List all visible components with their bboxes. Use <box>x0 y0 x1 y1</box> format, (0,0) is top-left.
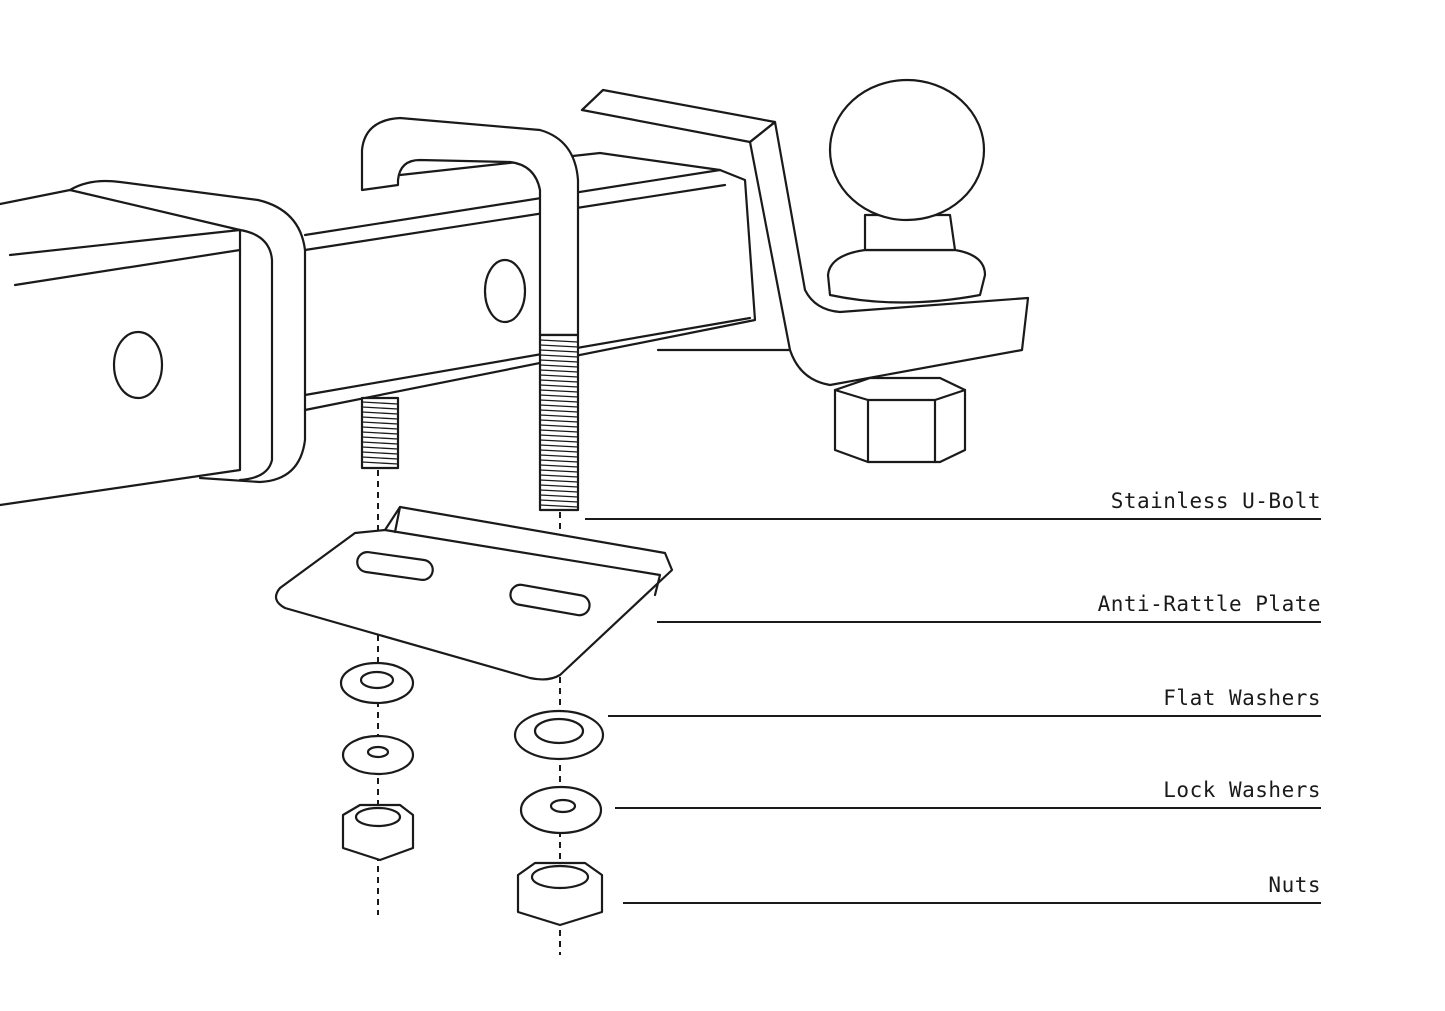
bolt-thread <box>539 344 579 348</box>
bolt-thread <box>361 431 399 435</box>
bolt-thread <box>539 349 579 353</box>
bolt-thread <box>361 421 399 425</box>
leader-plate <box>657 621 1321 623</box>
bolt-thread <box>539 409 579 413</box>
label-lock-washers: Lock Washers <box>1163 778 1321 802</box>
ball-mount <box>580 78 1030 464</box>
bolt-thread <box>539 394 579 398</box>
bolt-thread <box>539 359 579 363</box>
bolt-thread <box>361 441 399 445</box>
bolt-thread <box>539 429 579 433</box>
bolt-thread <box>361 461 399 465</box>
bolt-thread <box>539 484 579 488</box>
leader-nuts <box>623 902 1321 904</box>
bolt-thread <box>361 406 399 410</box>
bolt-thread <box>539 379 579 383</box>
bolt-thread <box>361 446 399 450</box>
bolt-thread <box>361 451 399 455</box>
bolt-thread <box>539 499 579 503</box>
anti-rattle-plate <box>274 505 674 681</box>
bolt-thread <box>539 414 579 418</box>
bolt-thread <box>539 439 579 443</box>
bolt-thread <box>539 464 579 468</box>
leader-u-bolt <box>585 518 1321 520</box>
bolt-thread <box>539 444 579 448</box>
bolt-thread <box>539 354 579 358</box>
bolt-thread <box>539 474 579 478</box>
bolt-thread <box>361 401 399 405</box>
label-plate: Anti-Rattle Plate <box>1097 592 1321 616</box>
bolt-thread <box>539 459 579 463</box>
bolt-thread <box>539 469 579 473</box>
bolt-thread <box>539 374 579 378</box>
right-hardware-stack <box>513 709 605 927</box>
left-hardware-stack <box>339 661 415 862</box>
label-nuts: Nuts <box>1268 873 1321 897</box>
bolt-thread <box>539 384 579 388</box>
ball-mount-shank <box>303 151 757 412</box>
leader-lock-washers <box>615 807 1321 809</box>
bolt-thread <box>539 454 579 458</box>
bolt-thread <box>361 411 399 415</box>
leader-flat-washers <box>608 715 1321 717</box>
bolt-thread <box>539 424 579 428</box>
bolt-thread <box>539 504 579 508</box>
bolt-thread <box>539 404 579 408</box>
bolt-thread <box>539 489 579 493</box>
bolt-thread <box>539 494 579 498</box>
bolt-thread <box>361 456 399 460</box>
bolt-thread <box>539 369 579 373</box>
bolt-thread <box>539 449 579 453</box>
u-bolt <box>360 116 580 512</box>
bolt-thread <box>539 399 579 403</box>
bolt-thread <box>539 389 579 393</box>
bolt-thread <box>361 416 399 420</box>
receiver-tube <box>0 179 307 507</box>
bolt-thread <box>361 436 399 440</box>
label-u-bolt: Stainless U-Bolt <box>1110 489 1321 513</box>
label-flat-washers: Flat Washers <box>1163 686 1321 710</box>
bolt-thread <box>361 426 399 430</box>
bolt-thread <box>539 434 579 438</box>
bolt-thread <box>539 419 579 423</box>
bolt-thread <box>539 479 579 483</box>
bolt-thread <box>539 364 579 368</box>
bolt-thread <box>539 339 579 343</box>
